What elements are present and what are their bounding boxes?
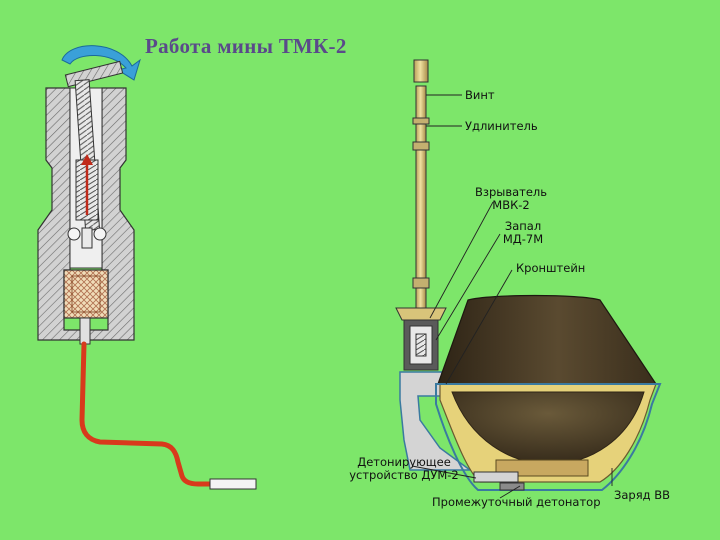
label-detonating-device: Детонирующее устройство ДУМ-2 [338,456,470,482]
mine-cone [437,294,658,385]
fuze-cap [64,60,124,88]
label-bracket: Кронштейн [516,261,586,275]
label-charge: Заряд ВВ [614,488,671,502]
fuze-wire [79,341,215,487]
leader-lines [411,94,613,499]
label-primer-line1: Запал [504,219,542,233]
label-detonating-line2: устройство ДУМ-2 [349,468,459,482]
striker-arrow-icon [81,154,93,165]
mine-assembly [395,59,662,491]
label-detonating-line1: Детонирующее [357,455,451,469]
fuze-cross-section [37,45,257,490]
extension-rod [415,85,427,147]
label-primer-line2: МД-7М [502,232,544,246]
label-primer-md7m: Запал МД-7М [488,220,558,246]
detonating-device-dum2 [473,471,519,483]
label-intermediate-detonator: Промежуточный детонатор [432,495,601,509]
label-screw: Винт [465,88,495,102]
label-fuze-line2: МВК-2 [492,198,530,212]
label-fuze-line1: Взрыватель [474,185,548,199]
screw-part [413,59,429,83]
page-title: Работа мины ТМК-2 [145,34,347,58]
label-fuze-mvk2: Взрыватель МВК-2 [466,186,556,212]
fuze-mvk2-head [395,307,447,321]
label-extension: Удлинитель [465,119,538,133]
wire-terminal [209,478,257,490]
intermediate-charge-block [495,459,589,477]
